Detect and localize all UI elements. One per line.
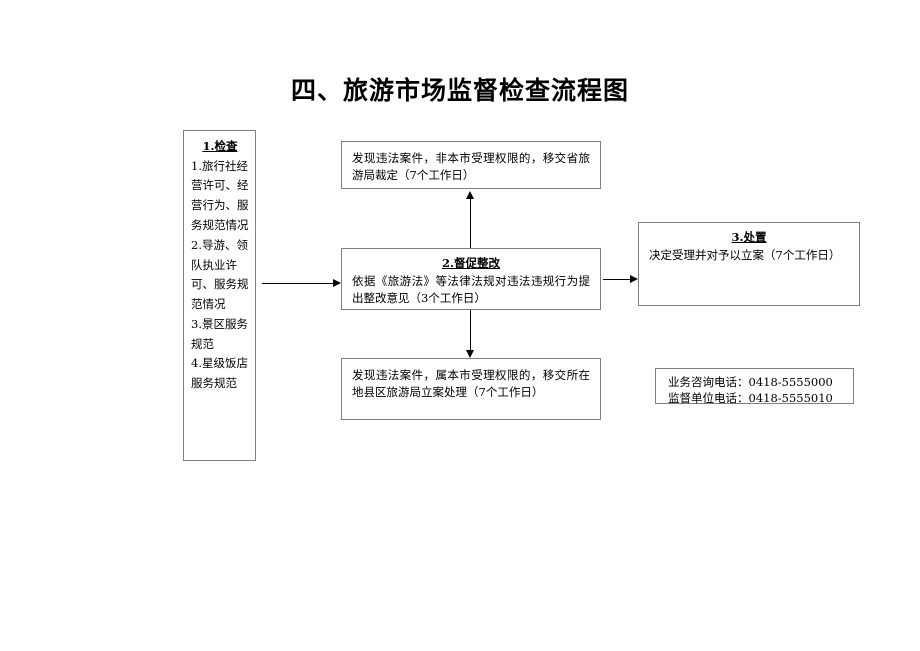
- contact-line-service: 业务咨询电话：0418-5555000: [668, 375, 833, 389]
- arrow-inspection-to-rectification: [333, 279, 341, 287]
- node-rectification: 2.督促整改 依据《旅游法》等法律法规对违法违规行为提出整改意见（3个工作日）: [341, 248, 601, 310]
- connector-rectification-to-disposition: [603, 279, 630, 280]
- inspection-item: 2.导游、领队执业许可、服务规范情况: [191, 237, 249, 312]
- node-transfer-provincial: 发现违法案件，非本市受理权限的，移交省旅游局裁定（7个工作日）: [341, 141, 601, 189]
- node-inspection: 1.检查 1.旅行社经营许可、经营行为、服务规范情况 2.导游、领队执业许可、服…: [183, 130, 256, 461]
- connector-rectification-to-transfer-provincial: [470, 199, 471, 248]
- contact-info-box: 业务咨询电话：0418-5555000 监督单位电话：0418-5555010: [655, 368, 854, 406]
- inspection-item: 4.星级饭店服务规范: [191, 356, 248, 391]
- connector-inspection-to-rectification: [262, 283, 333, 284]
- node-rectification-body: 依据《旅游法》等法律法规对违法违规行为提出整改意见（3个工作日）: [352, 273, 590, 305]
- node-transfer-local-body: 发现违法案件，属本市受理权限的，移交所在地县区旅游局立案处理（7个工作日）: [352, 368, 590, 400]
- connector-rectification-to-transfer-local: [470, 310, 471, 350]
- inspection-item: 1.旅行社经营许可、经营行为、服务规范情况: [191, 158, 249, 232]
- arrow-rectification-to-transfer-provincial: [466, 191, 474, 199]
- node-disposition-body: 决定受理并对予以立案（7个工作日）: [649, 247, 841, 262]
- arrow-rectification-to-transfer-local: [466, 350, 474, 358]
- node-disposition-heading: 3.处置: [731, 230, 767, 244]
- contact-line-supervision: 监督单位电话：0418-5555010: [668, 391, 833, 406]
- node-disposition: 3.处置 决定受理并对予以立案（7个工作日）: [638, 222, 860, 306]
- inspection-item: 3.景区服务规范: [191, 316, 248, 351]
- arrow-rectification-to-disposition: [630, 275, 638, 283]
- node-inspection-body: 1.旅行社经营许可、经营行为、服务规范情况 2.导游、领队执业许可、服务规范情况…: [191, 157, 249, 394]
- node-transfer-provincial-body: 发现违法案件，非本市受理权限的，移交省旅游局裁定（7个工作日）: [352, 151, 590, 183]
- node-inspection-heading: 1.检查: [202, 139, 238, 153]
- page-title: 四、旅游市场监督检查流程图: [290, 76, 629, 105]
- node-transfer-local: 发现违法案件，属本市受理权限的，移交所在地县区旅游局立案处理（7个工作日）: [341, 358, 601, 420]
- node-rectification-heading: 2.督促整改: [441, 256, 500, 270]
